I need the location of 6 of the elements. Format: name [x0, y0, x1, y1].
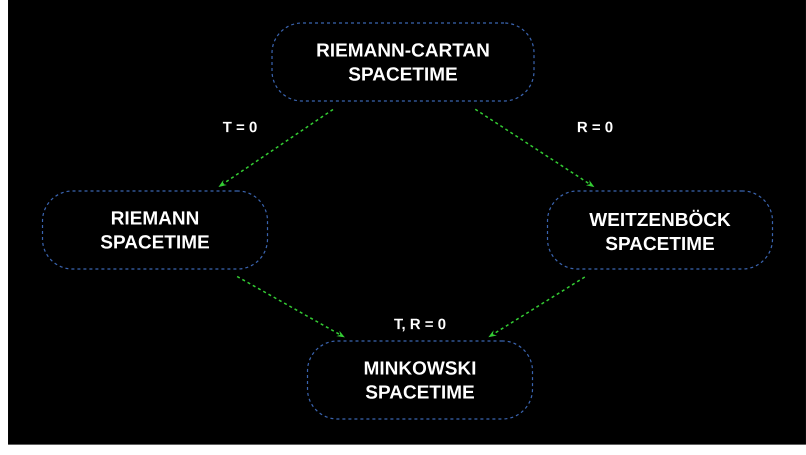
- edge-label: R = 0: [578, 122, 612, 132]
- rounded-box: WEITZENBÖCK SPACETIME: [546, 190, 774, 270]
- rounded-box: MINKOWSKI SPACETIME: [306, 340, 534, 420]
- edge-label: T = 0: [222, 122, 257, 132]
- rounded-box: RIEMANN SPACETIME: [42, 190, 268, 270]
- rounded-box: RIEMANN-CARTAN SPACETIME: [271, 22, 535, 102]
